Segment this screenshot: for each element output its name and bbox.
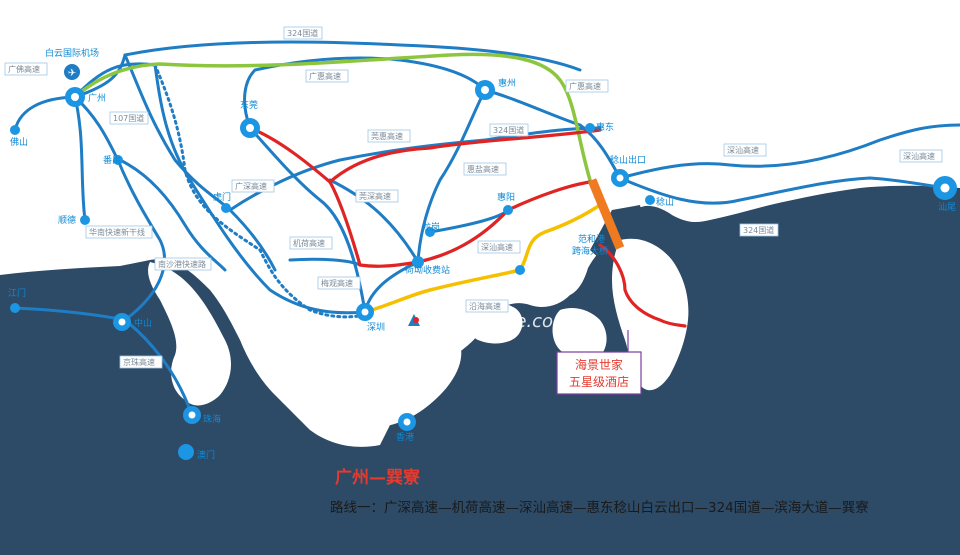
svg-text:深汕高速: 深汕高速 bbox=[727, 145, 759, 155]
svg-text:324国道: 324国道 bbox=[493, 125, 524, 135]
label-jiangmen: 江门 bbox=[8, 287, 26, 299]
road-label-shenshan-mid: 深汕高速 bbox=[477, 240, 521, 254]
label-zhongshan: 中山 bbox=[134, 317, 152, 329]
city-dot-huiyang bbox=[503, 205, 513, 215]
watermark-text: hz.szhome.com bbox=[430, 311, 571, 332]
city-dot-foshan bbox=[10, 125, 20, 135]
route-description: 路线一：广深高速—机荷高速—深汕高速—惠东稔山白云出口—324国道—滨海大道—巽… bbox=[330, 499, 869, 516]
bridge bbox=[587, 178, 625, 250]
label-macau: 澳门 bbox=[197, 449, 215, 461]
label-bridge-line1: 范和港 bbox=[578, 233, 605, 245]
land-islands bbox=[148, 238, 689, 429]
road-label-shenshan-far: 深汕高速 bbox=[899, 149, 943, 163]
svg-text:京珠高速: 京珠高速 bbox=[123, 357, 155, 367]
city-dot-yanhai bbox=[515, 265, 525, 275]
label-wenshan: 稔山 bbox=[656, 196, 674, 208]
road-label-nansha: 南沙港快速路 bbox=[154, 257, 212, 271]
label-foshan: 佛山 bbox=[10, 136, 28, 148]
svg-text:深汕高速: 深汕高速 bbox=[481, 242, 513, 252]
svg-text:沿海高速: 沿海高速 bbox=[469, 301, 501, 311]
city-dot-shunde bbox=[80, 215, 90, 225]
svg-text:广深高速: 广深高速 bbox=[235, 181, 267, 191]
svg-text:华南快速新干线: 华南快速新干线 bbox=[89, 227, 145, 237]
label-huizhou: 惠州 bbox=[498, 77, 516, 89]
label-panyu: 番禺 bbox=[103, 154, 121, 166]
page-title: 广州—巽寮 bbox=[335, 467, 420, 488]
svg-text:广惠高速: 广惠高速 bbox=[569, 81, 601, 91]
road-label-guanshen: 莞深高速 bbox=[355, 189, 399, 203]
road-label-g107: 107国道 bbox=[109, 111, 149, 125]
road-label-meiguan: 梅观高速 bbox=[317, 276, 361, 290]
label-huidong: 惠东 bbox=[596, 121, 614, 133]
airport-icon: ✈ bbox=[64, 64, 80, 80]
label-shenzhen: 深圳 bbox=[367, 322, 385, 333]
road-label-jihe: 机荷高速 bbox=[289, 236, 333, 250]
svg-text:107国道: 107国道 bbox=[113, 113, 144, 123]
hotel-rating: 五星级酒店 bbox=[569, 375, 629, 389]
hotel-marker[interactable]: 海景世家 五星级酒店 bbox=[556, 330, 642, 395]
road-label-huanan: 华南快速新干线 bbox=[85, 225, 153, 239]
road-label-jingzhu: 京珠高速 bbox=[119, 355, 163, 369]
city-dot-panyu bbox=[113, 155, 123, 165]
label-bridge-line2: 跨海大桥 bbox=[572, 245, 608, 257]
road-label-yanhai: 沿海高速 bbox=[465, 299, 509, 313]
label-wenshan-exit: 稔山出口 bbox=[610, 154, 646, 166]
svg-text:惠盐高速: 惠盐高速 bbox=[467, 164, 499, 174]
label-longgang: 龙岗 bbox=[422, 221, 440, 233]
svg-text:✈: ✈ bbox=[68, 68, 76, 79]
road-label-huiyan: 惠盐高速 bbox=[463, 162, 507, 176]
city-dot-huidong bbox=[585, 123, 595, 133]
svg-text:机荷高速: 机荷高速 bbox=[293, 238, 325, 248]
road-label-g324-top: 324国道 bbox=[283, 26, 323, 40]
svg-text:广佛高速: 广佛高速 bbox=[8, 64, 40, 74]
svg-text:南沙港快速路: 南沙港快速路 bbox=[158, 259, 206, 269]
label-shunde: 顺德 bbox=[58, 214, 76, 226]
city-dot-jiangmen bbox=[10, 303, 20, 313]
watermark-logo bbox=[404, 311, 424, 331]
label-humen: 虎门 bbox=[213, 191, 231, 203]
svg-text:莞深高速: 莞深高速 bbox=[359, 191, 391, 201]
road-label-g324-mid: 324国道 bbox=[489, 123, 529, 137]
road-label-g324-right: 324国道 bbox=[739, 223, 779, 237]
label-shanwei: 汕尾 bbox=[938, 202, 956, 213]
label-guangzhou: 广州 bbox=[88, 92, 106, 104]
road-label-shenshan-right: 深汕高速 bbox=[723, 143, 767, 157]
road-label-guangshen: 广深高速 bbox=[231, 179, 275, 193]
city-dot-longgang bbox=[425, 227, 435, 237]
road-label-guangfo: 广佛高速 bbox=[4, 62, 48, 76]
hotel-name: 海景世家 bbox=[575, 357, 623, 372]
green-route bbox=[73, 52, 592, 182]
svg-text:324国道: 324国道 bbox=[743, 225, 774, 235]
svg-text:324国道: 324国道 bbox=[287, 28, 318, 38]
label-baiyun-airport: 白云国际机场 bbox=[45, 47, 99, 59]
label-zhuhai: 珠海 bbox=[203, 413, 221, 425]
label-huiyang: 惠阳 bbox=[497, 191, 515, 203]
city-dot-macau bbox=[178, 444, 194, 460]
label-hongkong: 香港 bbox=[396, 431, 414, 443]
city-dot-humen bbox=[221, 203, 231, 213]
road-label-guanhui: 莞惠高速 bbox=[367, 129, 411, 143]
svg-text:莞惠高速: 莞惠高速 bbox=[371, 131, 403, 141]
svg-text:梅观高速: 梅观高速 bbox=[321, 278, 353, 288]
label-henglang-toll: 荷坳收费站 bbox=[405, 264, 450, 276]
road-label-guanghui: 广惠高速 bbox=[305, 69, 349, 83]
svg-text:深汕高速: 深汕高速 bbox=[903, 151, 935, 161]
city-dot-wenshan bbox=[645, 195, 655, 205]
label-dongguan: 东莞 bbox=[240, 99, 258, 111]
road-label-guanghui2: 广惠高速 bbox=[565, 79, 609, 93]
dotted-route bbox=[153, 63, 367, 319]
city-dot-henglang bbox=[412, 256, 424, 268]
svg-text:广惠高速: 广惠高速 bbox=[309, 71, 341, 81]
